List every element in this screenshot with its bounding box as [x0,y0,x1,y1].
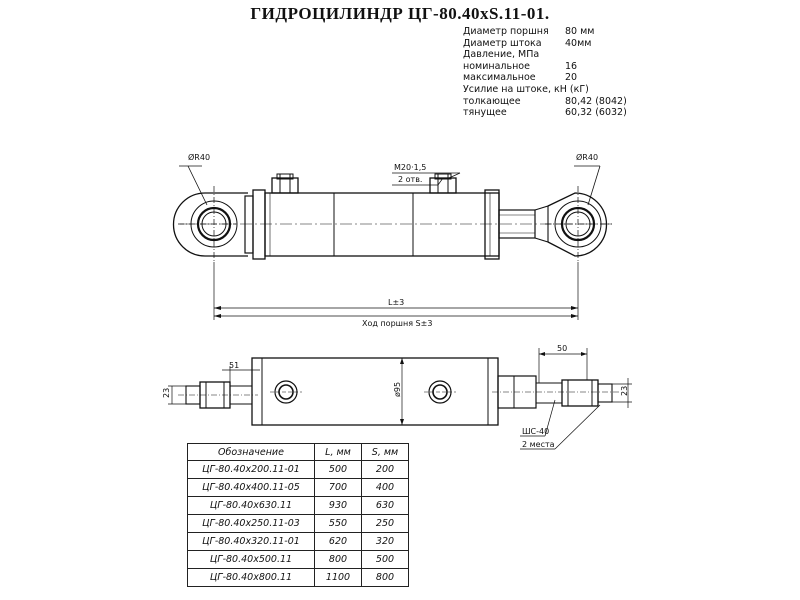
cell-length: 500 [314,460,362,479]
spec-value: 40мм [565,37,592,49]
dim-50-label: 50 [557,344,567,353]
cell-stroke: 800 [361,568,409,587]
cell-length: 930 [314,496,362,515]
cell-length: 620 [314,532,362,551]
cell-stroke: 250 [361,514,409,533]
dim-51-label: 51 [229,361,239,370]
cell-length: 800 [314,550,362,569]
cell-length: 700 [314,478,362,497]
cell-stroke: 200 [361,460,409,479]
port-left [271,173,299,194]
cell-stroke: 400 [361,478,409,497]
spec-label: максимальное [463,72,536,84]
joint-count-label: 2 места [522,440,555,449]
spec-label: Усилие на штоке, кН (кГ) [463,83,589,95]
header-length: L, мм [314,443,362,461]
cell-designation: ЦГ-80.40х630.11 [187,496,315,515]
table-header-row: Обозначение L, мм S, мм [187,443,409,461]
spec-value: 16 [565,60,578,72]
variants-table: Обозначение L, мм S, мм ЦГ-80.40х200.11-… [187,443,409,587]
bottom-rod [492,375,620,409]
bottom-view [168,348,632,450]
joint-label: ШС-40 [522,427,549,436]
cell-designation: ЦГ-80.40х400.11-05 [187,478,315,497]
top-view [172,165,614,320]
spec-label: Диаметр поршня [463,26,549,37]
length-label: L±3 [388,298,404,307]
cell-stroke: 320 [361,532,409,551]
spec-label: тянущее [463,107,507,119]
port-count-label: 2 отв. [398,175,422,184]
spec-value: 80,42 (8042) [565,95,627,107]
dim-23-left-label: 23 [162,388,171,398]
spec-value: 80 мм [565,26,595,37]
cylinder-body [252,189,500,260]
spec-label: Давление, МПа [463,49,540,61]
spec-label: толкающее [463,95,521,107]
cell-designation: ЦГ-80.40х200.11-01 [187,460,315,479]
spec-value: 20 [565,72,578,84]
cell-length: 550 [314,514,362,533]
left-rod-end [178,381,258,409]
cell-length: 1100 [314,568,362,587]
radius-right-label: ØR40 [576,152,598,162]
header-designation: Обозначение [187,443,315,461]
cell-designation: ЦГ-80.40х500.11 [187,550,315,569]
spec-label: Диаметр штока [463,37,542,49]
spec-label: номинальное [463,60,530,72]
port-thread-label: M20·1,5 [394,163,426,172]
cell-designation: ЦГ-80.40х800.11 [187,568,315,587]
dim-23-right-label: 23 [620,386,629,396]
stroke-label: Ход поршня S±3 [362,319,432,328]
spec-value: 60,32 (6032) [565,107,627,119]
cell-designation: ЦГ-80.40х320.11-01 [187,532,315,551]
radius-left-label: ØR40 [188,152,210,162]
header-stroke: S, мм [361,443,409,461]
cell-stroke: 500 [361,550,409,569]
bottom-cylinder-body [251,357,499,426]
cell-stroke: 630 [361,496,409,515]
dim-95-label: ø95 [393,382,402,397]
drawing-title: ГИДРОЦИЛИНДР ЦГ-80.40хS.11-01. [250,4,550,23]
cell-designation: ЦГ-80.40х250.11-03 [187,514,315,533]
